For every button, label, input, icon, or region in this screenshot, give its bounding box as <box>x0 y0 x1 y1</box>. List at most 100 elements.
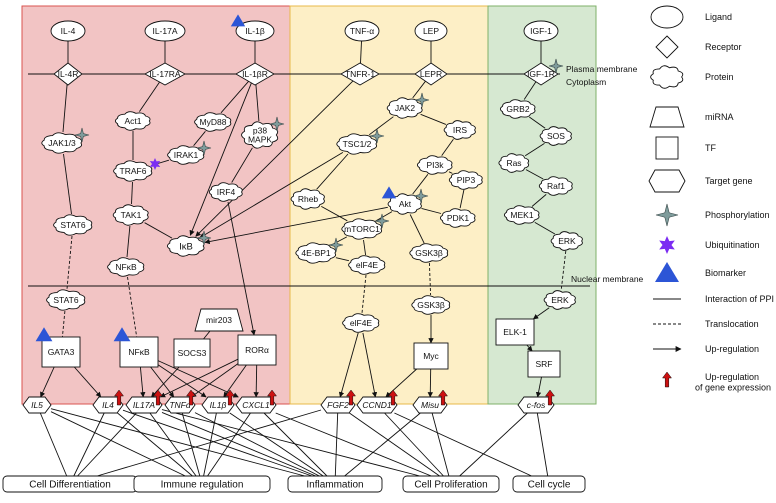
outcome-immune-regulation: Immune regulation <box>133 475 271 493</box>
edge-g-il5-o2 <box>50 411 186 477</box>
markers-layer <box>35 14 564 406</box>
il-4-label: IL-4 <box>61 26 76 36</box>
gene-il5: IL5 <box>22 396 52 414</box>
phosphorylation-marker-tsc12 <box>369 128 385 144</box>
legend-item-interaction-of-ppi: Interaction of PPI <box>653 294 774 304</box>
edge-irf4-rora <box>227 201 256 336</box>
legend-label-ubiquitination: Ubiquitination <box>705 240 760 250</box>
gene-il4: IL4 <box>92 396 124 414</box>
legend-item-phosphorylation: Phosphorylation <box>655 203 770 227</box>
edge-g-fgf2-o4 <box>349 412 440 477</box>
tnfr-1-label: TNFR-1 <box>345 69 375 79</box>
protein-irf4: IRF4 <box>208 182 243 202</box>
tf-elk-1: ELK-1 <box>495 318 535 346</box>
edge-stat6a-stat6b <box>66 235 73 290</box>
phosphorylation-marker-mtorc1 <box>374 213 390 229</box>
edge-akt-gsk3b1 <box>409 214 425 244</box>
tf-ror: RORα <box>237 334 277 366</box>
gene-misu: Misu <box>412 396 448 414</box>
legend-diamond-icon <box>655 35 679 59</box>
edge-eif4e1-eif4e2 <box>361 274 367 314</box>
gata3-label: GATA3 <box>48 347 75 357</box>
upregulation-marker-g-fgf2 <box>346 389 356 406</box>
edge-g-cxcl1-o2 <box>207 412 251 477</box>
pdk1-label: PDK1 <box>447 213 469 223</box>
edge-nfkb2-g-il17a <box>139 366 146 398</box>
protein-stat6: STAT6 <box>53 214 93 236</box>
gene-tnf: TNFα <box>164 396 196 414</box>
edge-g-il17a-o4 <box>161 409 421 477</box>
edge-g-il5-o1 <box>39 412 68 477</box>
legend-label-biomarker: Biomarker <box>705 268 746 278</box>
protein-tsc1-2: TSC1/2 <box>336 133 378 155</box>
edge-r5-jak2 <box>412 80 426 99</box>
edge-akt-mtorc1 <box>376 211 393 222</box>
ror-label: RORα <box>245 345 269 355</box>
edge-srf-g-cfos <box>535 376 542 398</box>
edge-p38-irf4 <box>231 147 253 183</box>
lep-label: LEP <box>423 26 439 36</box>
myc-label: Myc <box>423 351 439 361</box>
elf4e-label: elF4E <box>356 260 379 270</box>
cell-cycle-label: Cell cycle <box>528 480 571 491</box>
edge-rora-g-tnfa <box>190 363 239 398</box>
upregulation-marker-g-il4 <box>114 389 124 406</box>
edge-nfkb1-nfkb2 <box>127 276 138 338</box>
traf6-label: TRAF6 <box>120 166 147 176</box>
edge-akt-ikb <box>204 206 388 245</box>
il1-label: IL1β <box>210 400 227 410</box>
act1-label: Act1 <box>124 116 141 126</box>
rheb-label: Rheb <box>298 194 319 204</box>
edge-raf1-mek1 <box>531 194 547 207</box>
protein-irak1: IRAK1 <box>167 145 205 165</box>
protein-sos: SOS <box>539 126 572 146</box>
mirna-mir203: mir203 <box>194 308 244 332</box>
protein-mek1: MEK1 <box>503 205 540 225</box>
ligand-lep: LEP <box>414 20 448 42</box>
legend-star4-icon <box>655 203 679 227</box>
il17a-label: IL17A <box>133 400 156 410</box>
edge-ebp1-eif4e1 <box>335 257 350 262</box>
legend-square-icon <box>655 136 679 160</box>
edge-g-tnfa-o2 <box>181 412 201 477</box>
upregulation-marker-g-il17a <box>153 389 163 406</box>
edge-sos-ras <box>524 143 545 157</box>
misu-label: Misu <box>421 400 439 410</box>
ligand-il-4: IL-4 <box>50 20 86 42</box>
edge-gata3-g-il5 <box>40 366 55 398</box>
legend-item-ubiquitination: Ubiquitination <box>659 236 760 254</box>
legend-label-ligand: Ligand <box>705 12 732 22</box>
biomarker-marker-gata3 <box>35 327 53 342</box>
4e-bp1-label: 4E-BP1 <box>301 248 331 258</box>
myd88-label: MyD88 <box>200 117 227 127</box>
edge-g-il4-o2 <box>117 412 193 477</box>
edge-grb2-sos <box>529 116 546 129</box>
ubiquitination-marker-traf6 <box>149 158 161 170</box>
legend-item-up-regulation: Up-regulation <box>653 344 759 354</box>
receptor-il-17ra: IL-17RA <box>144 62 186 86</box>
tf-myc: Myc <box>413 342 449 370</box>
mir203-label: mir203 <box>206 315 232 325</box>
protein-stat6: STAT6 <box>46 289 86 311</box>
legend-label-translocation: Translocation <box>705 319 759 329</box>
edge-r3-ikb <box>189 82 252 236</box>
protein-ras: Ras <box>498 153 530 173</box>
phosphorylation-marker-jak2 <box>414 92 430 108</box>
edge-pdk1-akt <box>421 207 442 214</box>
upregulation-marker-g-tnfa <box>186 389 196 406</box>
legend-item-ligand: Ligand <box>650 5 732 29</box>
edge-g-il17a-o2 <box>149 412 197 477</box>
edge-rheb-mtorc1 <box>321 206 348 222</box>
protein-elf4e: elF4E <box>348 255 386 275</box>
edge-g-il17a-o1 <box>77 412 137 477</box>
legend-item-receptor: Receptor <box>655 35 742 59</box>
edge-l4-r4 <box>360 40 362 64</box>
edge-g-tnfa-o3 <box>194 412 320 477</box>
legend-trapezoid-icon <box>649 106 685 128</box>
protein-elf4e: elF4E <box>342 313 380 333</box>
edge-g-ccnd1-o5 <box>394 412 532 477</box>
stat6-label: STAT6 <box>60 220 85 230</box>
gsk3-label: GSK3β <box>417 300 445 310</box>
jak1-3-label: JAK1/3 <box>48 138 76 148</box>
